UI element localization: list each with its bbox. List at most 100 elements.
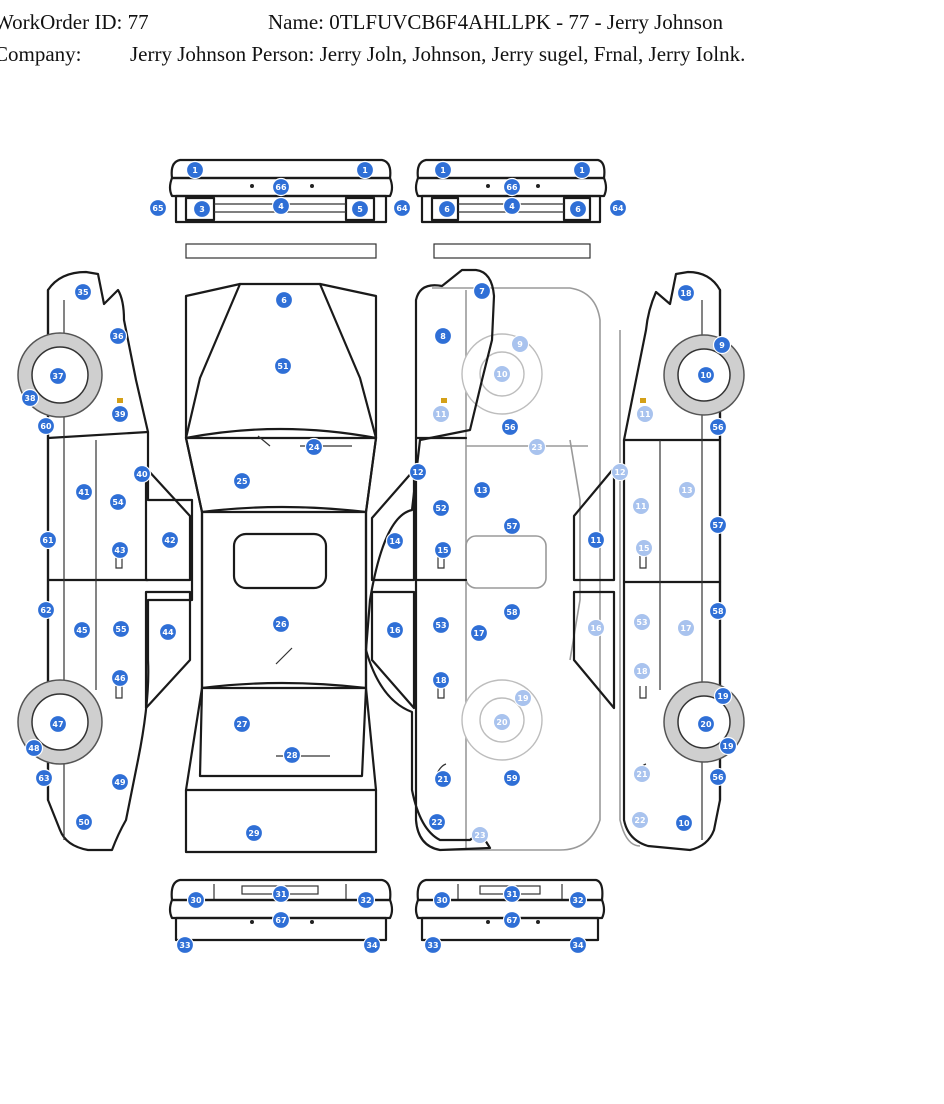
damage-marker-21[interactable]: 21 bbox=[633, 765, 651, 783]
damage-marker-40[interactable]: 40 bbox=[132, 464, 152, 484]
damage-marker-43[interactable]: 43 bbox=[110, 540, 130, 560]
damage-marker-18[interactable]: 18 bbox=[633, 662, 651, 680]
damage-marker-13[interactable]: 13 bbox=[472, 480, 492, 500]
damage-marker-10[interactable]: 10 bbox=[674, 813, 694, 833]
damage-marker-41[interactable]: 41 bbox=[74, 482, 94, 502]
damage-marker-20[interactable]: 20 bbox=[493, 713, 511, 731]
damage-marker-50[interactable]: 50 bbox=[74, 812, 94, 832]
damage-marker-52[interactable]: 52 bbox=[431, 498, 451, 518]
damage-marker-26[interactable]: 26 bbox=[271, 614, 291, 634]
damage-marker-49[interactable]: 49 bbox=[110, 772, 130, 792]
damage-marker-1[interactable]: 1 bbox=[355, 160, 375, 180]
damage-marker-16[interactable]: 16 bbox=[587, 619, 605, 637]
damage-marker-37[interactable]: 37 bbox=[48, 366, 68, 386]
damage-marker-1[interactable]: 1 bbox=[572, 160, 592, 180]
damage-marker-9[interactable]: 9 bbox=[511, 335, 529, 353]
damage-marker-29[interactable]: 29 bbox=[244, 823, 264, 843]
damage-marker-44[interactable]: 44 bbox=[158, 622, 178, 642]
damage-marker-30[interactable]: 30 bbox=[432, 890, 452, 910]
damage-marker-23[interactable]: 23 bbox=[528, 438, 546, 456]
damage-marker-32[interactable]: 32 bbox=[356, 890, 376, 910]
damage-marker-11[interactable]: 11 bbox=[432, 405, 450, 423]
damage-marker-4[interactable]: 4 bbox=[502, 196, 522, 216]
damage-marker-19[interactable]: 19 bbox=[718, 736, 738, 756]
damage-marker-66[interactable]: 66 bbox=[271, 177, 291, 197]
damage-marker-61[interactable]: 61 bbox=[38, 530, 58, 550]
damage-marker-18[interactable]: 18 bbox=[676, 283, 696, 303]
damage-marker-64[interactable]: 64 bbox=[392, 198, 412, 218]
damage-marker-34[interactable]: 34 bbox=[568, 935, 588, 955]
damage-marker-6[interactable]: 6 bbox=[274, 290, 294, 310]
damage-marker-9[interactable]: 9 bbox=[712, 335, 732, 355]
damage-marker-21[interactable]: 21 bbox=[433, 769, 453, 789]
damage-marker-58[interactable]: 58 bbox=[708, 601, 728, 621]
damage-marker-28[interactable]: 28 bbox=[282, 745, 302, 765]
damage-marker-67[interactable]: 67 bbox=[502, 910, 522, 930]
damage-marker-53[interactable]: 53 bbox=[633, 613, 651, 631]
damage-marker-1[interactable]: 1 bbox=[185, 160, 205, 180]
damage-marker-24[interactable]: 24 bbox=[304, 437, 324, 457]
damage-marker-1[interactable]: 1 bbox=[433, 160, 453, 180]
damage-marker-22[interactable]: 22 bbox=[631, 811, 649, 829]
damage-marker-42[interactable]: 42 bbox=[160, 530, 180, 550]
damage-marker-15[interactable]: 15 bbox=[635, 539, 653, 557]
damage-marker-57[interactable]: 57 bbox=[502, 516, 522, 536]
damage-marker-3[interactable]: 3 bbox=[192, 199, 212, 219]
damage-marker-57[interactable]: 57 bbox=[708, 515, 728, 535]
damage-marker-11[interactable]: 11 bbox=[586, 530, 606, 550]
damage-marker-6[interactable]: 6 bbox=[437, 199, 457, 219]
damage-marker-45[interactable]: 45 bbox=[72, 620, 92, 640]
damage-marker-19[interactable]: 19 bbox=[514, 689, 532, 707]
damage-marker-10[interactable]: 10 bbox=[696, 365, 716, 385]
damage-marker-20[interactable]: 20 bbox=[696, 714, 716, 734]
damage-marker-22[interactable]: 22 bbox=[427, 812, 447, 832]
damage-marker-60[interactable]: 60 bbox=[36, 416, 56, 436]
damage-marker-33[interactable]: 33 bbox=[423, 935, 443, 955]
damage-marker-30[interactable]: 30 bbox=[186, 890, 206, 910]
damage-marker-19[interactable]: 19 bbox=[713, 686, 733, 706]
damage-marker-13[interactable]: 13 bbox=[678, 481, 696, 499]
damage-marker-25[interactable]: 25 bbox=[232, 471, 252, 491]
damage-marker-47[interactable]: 47 bbox=[48, 714, 68, 734]
damage-marker-11[interactable]: 11 bbox=[632, 497, 650, 515]
damage-marker-17[interactable]: 17 bbox=[469, 623, 489, 643]
damage-marker-5[interactable]: 5 bbox=[350, 199, 370, 219]
damage-marker-36[interactable]: 36 bbox=[108, 326, 128, 346]
damage-marker-64[interactable]: 64 bbox=[608, 198, 628, 218]
damage-marker-54[interactable]: 54 bbox=[108, 492, 128, 512]
damage-marker-67[interactable]: 67 bbox=[271, 910, 291, 930]
damage-marker-38[interactable]: 38 bbox=[20, 388, 40, 408]
damage-marker-31[interactable]: 31 bbox=[502, 884, 522, 904]
damage-marker-15[interactable]: 15 bbox=[433, 540, 453, 560]
damage-marker-17[interactable]: 17 bbox=[677, 619, 695, 637]
damage-marker-56[interactable]: 56 bbox=[500, 417, 520, 437]
damage-marker-39[interactable]: 39 bbox=[110, 404, 130, 424]
damage-marker-31[interactable]: 31 bbox=[271, 884, 291, 904]
damage-marker-6[interactable]: 6 bbox=[568, 199, 588, 219]
damage-marker-32[interactable]: 32 bbox=[568, 890, 588, 910]
damage-marker-12[interactable]: 12 bbox=[611, 463, 629, 481]
damage-marker-58[interactable]: 58 bbox=[502, 602, 522, 622]
damage-marker-55[interactable]: 55 bbox=[111, 619, 131, 639]
damage-marker-56[interactable]: 56 bbox=[708, 417, 728, 437]
damage-marker-46[interactable]: 46 bbox=[110, 668, 130, 688]
damage-marker-4[interactable]: 4 bbox=[271, 196, 291, 216]
damage-marker-66[interactable]: 66 bbox=[502, 177, 522, 197]
damage-marker-56[interactable]: 56 bbox=[708, 767, 728, 787]
damage-marker-33[interactable]: 33 bbox=[175, 935, 195, 955]
damage-marker-65[interactable]: 65 bbox=[148, 198, 168, 218]
damage-marker-62[interactable]: 62 bbox=[36, 600, 56, 620]
damage-marker-18[interactable]: 18 bbox=[431, 670, 451, 690]
damage-marker-11[interactable]: 11 bbox=[636, 405, 654, 423]
damage-marker-35[interactable]: 35 bbox=[73, 282, 93, 302]
damage-marker-23[interactable]: 23 bbox=[471, 826, 489, 844]
damage-marker-16[interactable]: 16 bbox=[385, 620, 405, 640]
damage-marker-51[interactable]: 51 bbox=[273, 356, 293, 376]
damage-marker-12[interactable]: 12 bbox=[408, 462, 428, 482]
damage-marker-27[interactable]: 27 bbox=[232, 714, 252, 734]
damage-marker-48[interactable]: 48 bbox=[24, 738, 44, 758]
damage-marker-8[interactable]: 8 bbox=[433, 326, 453, 346]
damage-marker-53[interactable]: 53 bbox=[431, 615, 451, 635]
damage-marker-63[interactable]: 63 bbox=[34, 768, 54, 788]
damage-marker-7[interactable]: 7 bbox=[472, 281, 492, 301]
